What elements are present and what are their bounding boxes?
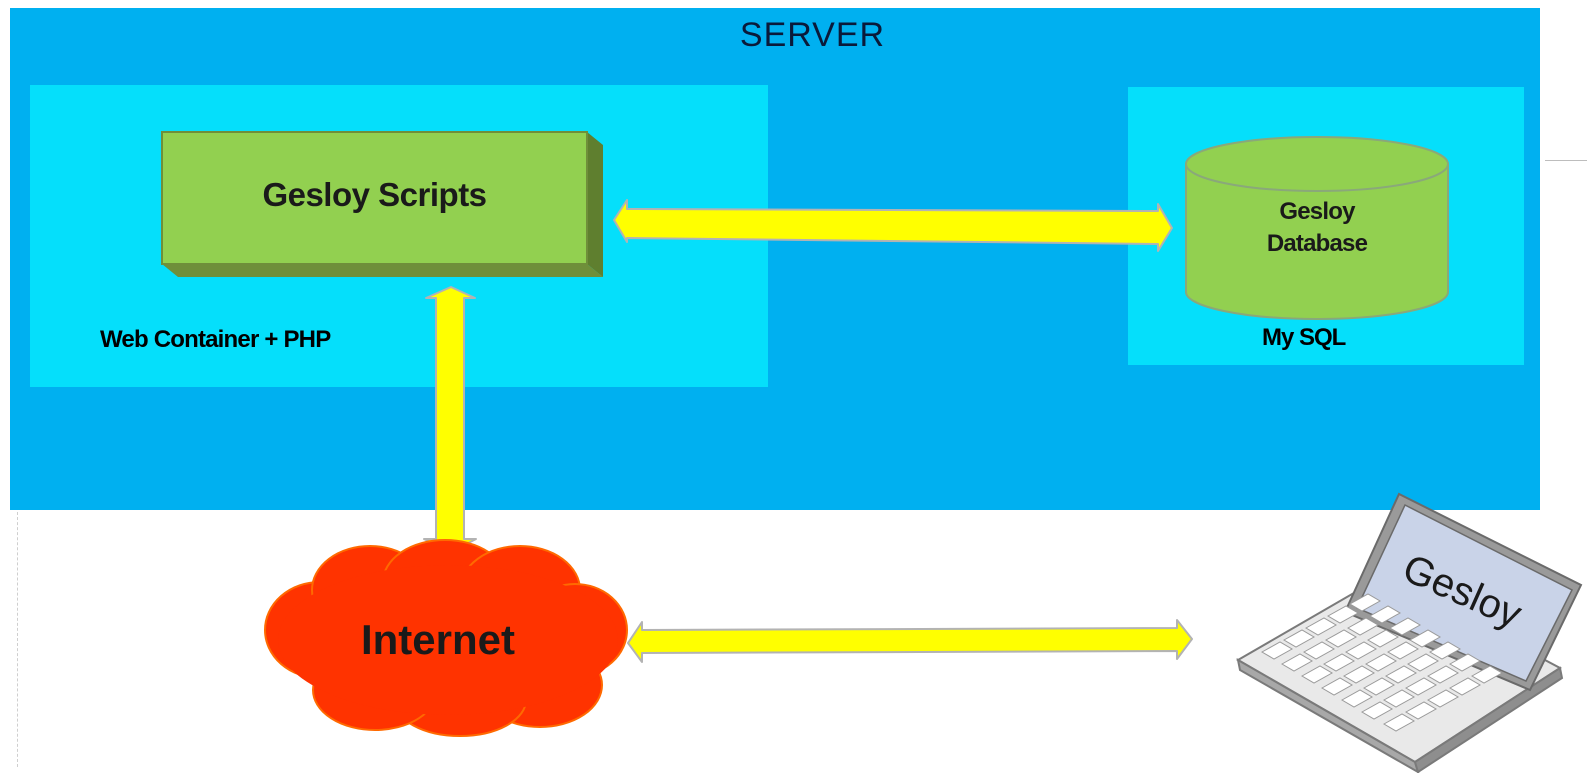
scripts-label: Gesloy Scripts [262, 176, 487, 213]
internet-cloud [264, 539, 628, 737]
database-cylinder [1185, 136, 1449, 320]
page-guide-line [17, 512, 18, 767]
server-title: SERVER [739, 16, 886, 54]
scripts-internet-arrow [423, 286, 477, 553]
scripts-block [161, 131, 603, 277]
page-guide-tick [1545, 160, 1587, 161]
internet-client-arrow [627, 619, 1193, 663]
mysql-label: My SQL [1262, 324, 1346, 351]
web-container-label: Web Container + PHP [100, 326, 331, 353]
internet-label: Internet [360, 616, 515, 663]
scripts-database-arrow [613, 199, 1173, 252]
database-label-line1: Gesloy [1279, 198, 1355, 225]
laptop-icon: Gesloy [1235, 492, 1583, 773]
database-label-line2: Database [1266, 230, 1368, 257]
database-label: Gesloy Database [1186, 196, 1448, 260]
